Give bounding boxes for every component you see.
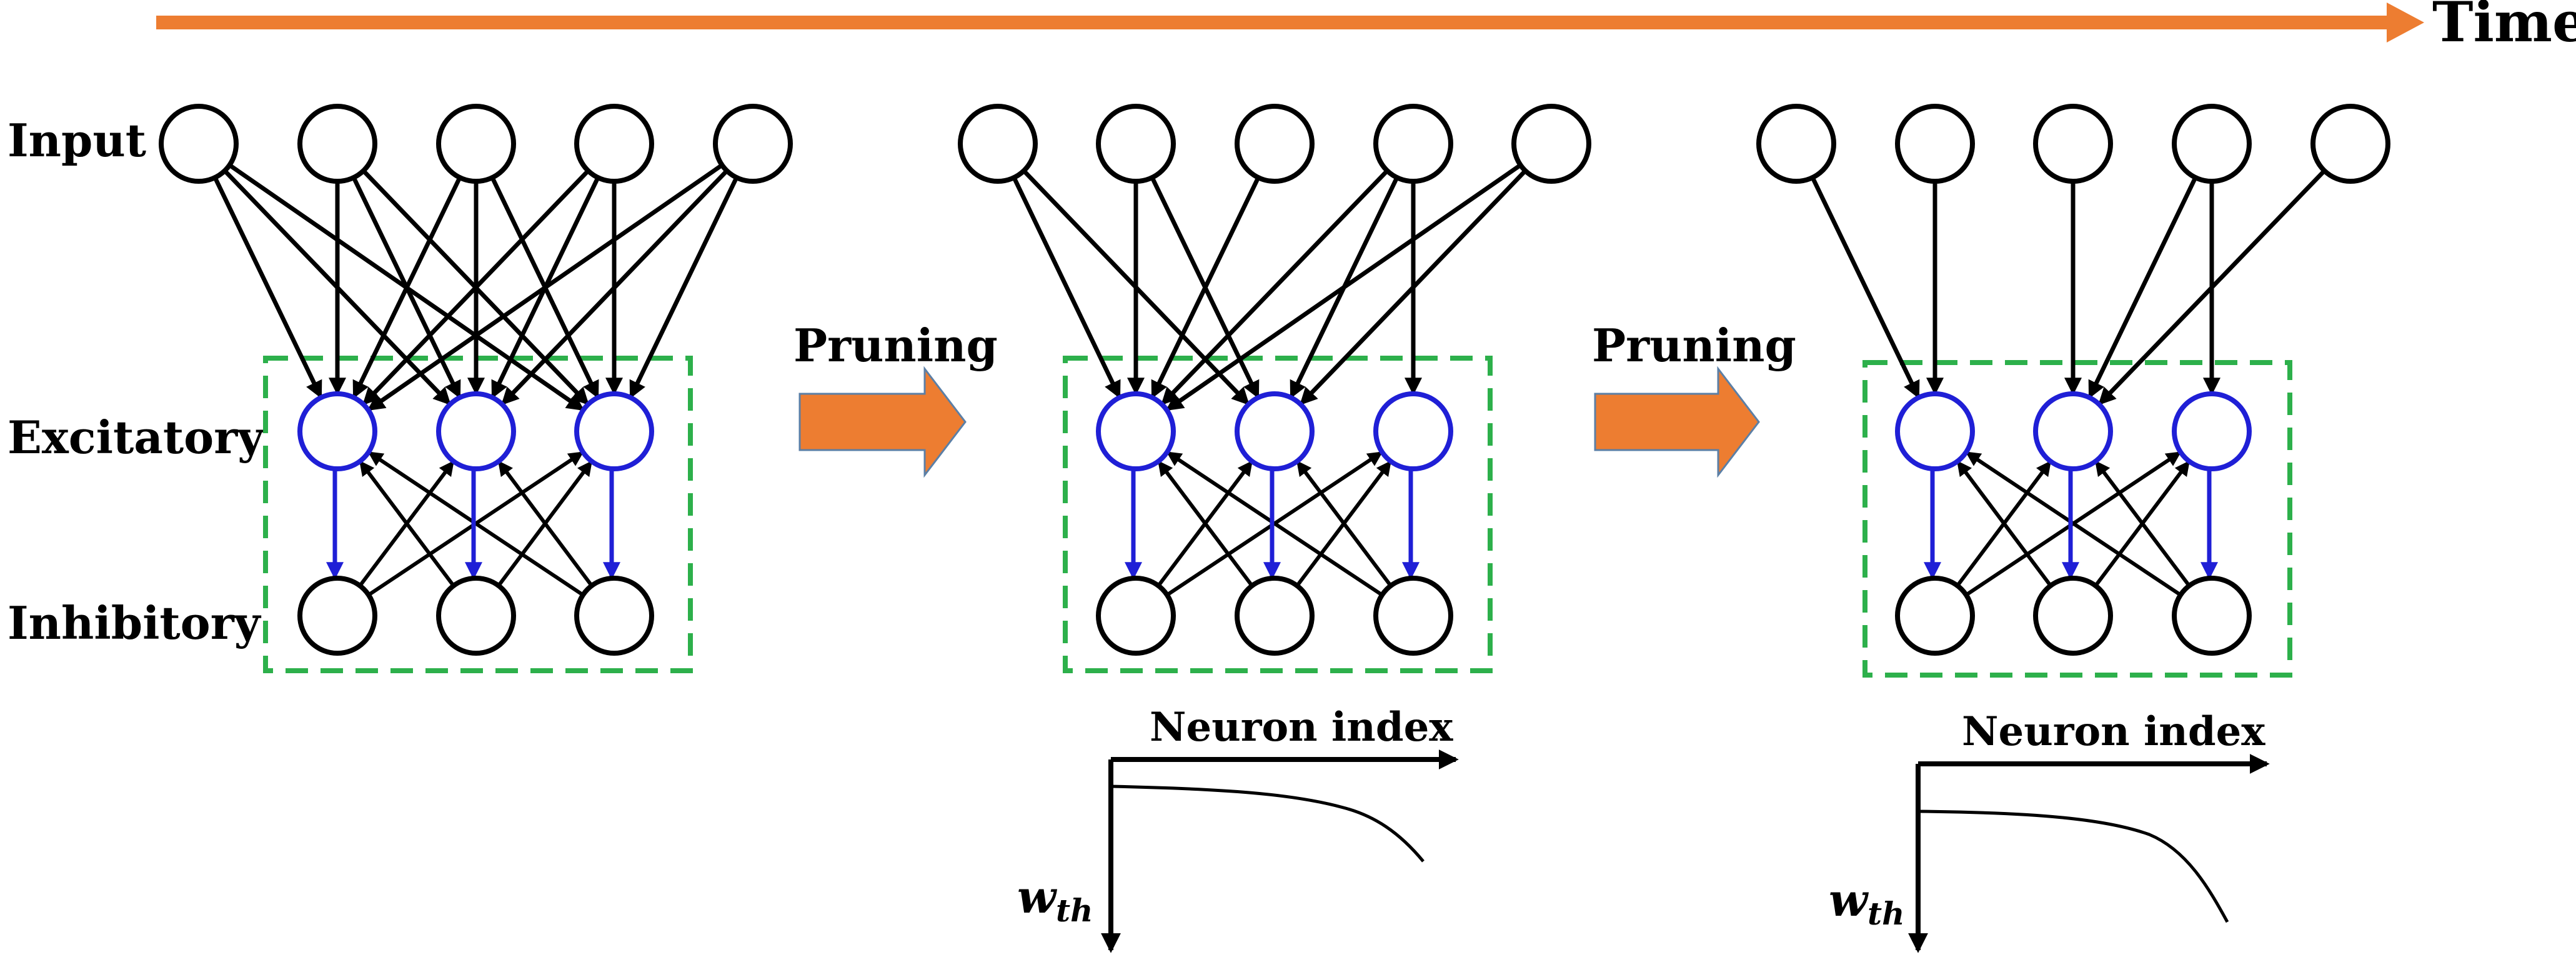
inhibitory-neuron xyxy=(2172,576,2252,656)
excitatory-neuron xyxy=(2033,391,2113,471)
input-to-excitatory-connection xyxy=(2098,169,2326,406)
inhibitory-neuron xyxy=(436,576,516,656)
threshold-plot-2: Neuron index wth xyxy=(1829,708,2270,953)
networks-layer xyxy=(159,104,2390,678)
excitatory-neuron xyxy=(574,391,654,471)
excitatory-neuron xyxy=(1235,391,1315,471)
input-neuron xyxy=(574,104,654,184)
pruning-arrow xyxy=(798,366,967,478)
pruning-label: Pruning xyxy=(793,319,998,372)
input-to-excitatory-connection xyxy=(1300,169,1527,406)
input-to-excitatory-connection xyxy=(1161,169,1389,406)
excitatory-neuron xyxy=(2172,391,2252,471)
network-3 xyxy=(1756,104,2390,678)
network-1 xyxy=(159,104,793,673)
y-axis-label: wth xyxy=(1829,873,1904,932)
threshold-plot-1: Neuron index wth xyxy=(1017,704,1459,953)
inhibitory-to-excitatory-connection xyxy=(1296,460,1393,587)
inhibitory-neuron xyxy=(1373,576,1453,656)
input-to-excitatory-connection xyxy=(629,176,739,399)
time-arrow-head xyxy=(2387,3,2424,43)
input-neuron xyxy=(1235,104,1315,184)
pruning-step-2: Pruning xyxy=(1592,319,1796,478)
inhibitory-row-label: Inhibitory xyxy=(7,596,262,649)
pruning-step-1: Pruning xyxy=(793,319,998,478)
input-neuron xyxy=(2310,104,2390,184)
input-to-excitatory-connection xyxy=(1165,163,1522,411)
input-neuron xyxy=(297,104,377,184)
time-axis: Time xyxy=(156,0,2576,54)
excitatory-neuron xyxy=(1373,391,1453,471)
inhibitory-to-excitatory-connection xyxy=(1965,451,2182,597)
inhibitory-neuron xyxy=(574,576,654,656)
inhibitory-neuron xyxy=(1096,576,1176,656)
input-to-excitatory-connection xyxy=(212,176,323,399)
excitatory-neuron xyxy=(436,391,516,471)
input-neuron xyxy=(2033,104,2113,184)
inhibitory-neuron xyxy=(2033,576,2113,656)
time-label: Time xyxy=(2432,0,2576,54)
input-neuron xyxy=(1373,104,1453,184)
x-axis-label: Neuron index xyxy=(1962,708,2265,755)
module-box xyxy=(1862,360,2292,678)
inhibitory-to-excitatory-connection xyxy=(367,451,584,597)
y-axis-label-sub: th xyxy=(1056,892,1093,929)
inhibitory-to-excitatory-connection xyxy=(1956,460,2052,587)
input-neuron xyxy=(1756,104,1836,184)
input-neuron xyxy=(159,104,239,184)
input-to-excitatory-connection xyxy=(352,176,462,399)
threshold-curve xyxy=(1917,809,2229,923)
input-to-excitatory-connection xyxy=(2087,176,2198,399)
input-neuron xyxy=(1096,104,1176,184)
y-axis-label-sub: th xyxy=(1867,895,1904,932)
threshold-curve xyxy=(1110,784,1425,863)
inhibitory-to-excitatory-connection xyxy=(1166,451,1383,597)
input-neuron xyxy=(958,104,1038,184)
network-2 xyxy=(958,104,1591,673)
input-to-excitatory-connection xyxy=(1150,176,1261,399)
input-to-excitatory-connection xyxy=(367,163,724,411)
input-to-excitatory-connection xyxy=(1810,176,1921,399)
module-box xyxy=(1063,356,1493,673)
input-neuron xyxy=(436,104,516,184)
y-axis-label-main: w xyxy=(1017,870,1058,923)
inhibitory-neuron xyxy=(1235,576,1315,656)
inhibitory-neuron xyxy=(1895,576,1975,656)
inhibitory-to-excitatory-connection xyxy=(359,460,455,587)
excitatory-neuron xyxy=(297,391,377,471)
pruning-arrow xyxy=(1594,366,1760,478)
y-axis-label-main: w xyxy=(1829,873,1869,926)
input-neuron xyxy=(1895,104,1975,184)
inhibitory-to-excitatory-connection xyxy=(2094,460,2191,587)
inhibitory-to-excitatory-connection xyxy=(1157,460,1254,587)
inhibitory-neuron xyxy=(297,576,377,656)
input-neuron xyxy=(713,104,793,184)
excitatory-row-label: Excitatory xyxy=(7,411,265,464)
excitatory-neuron xyxy=(1895,391,1975,471)
y-axis-label: wth xyxy=(1017,870,1093,929)
input-neuron xyxy=(1511,104,1591,184)
inhibitory-to-excitatory-connection xyxy=(497,460,594,587)
input-to-excitatory-connection xyxy=(362,169,590,406)
x-axis-label: Neuron index xyxy=(1150,704,1453,751)
input-to-excitatory-connection xyxy=(1012,176,1121,399)
input-neuron xyxy=(2172,104,2252,184)
pruning-label: Pruning xyxy=(1592,319,1796,372)
excitatory-neuron xyxy=(1096,391,1176,471)
input-row-label: Input xyxy=(7,114,146,167)
input-to-excitatory-connection xyxy=(501,169,729,406)
